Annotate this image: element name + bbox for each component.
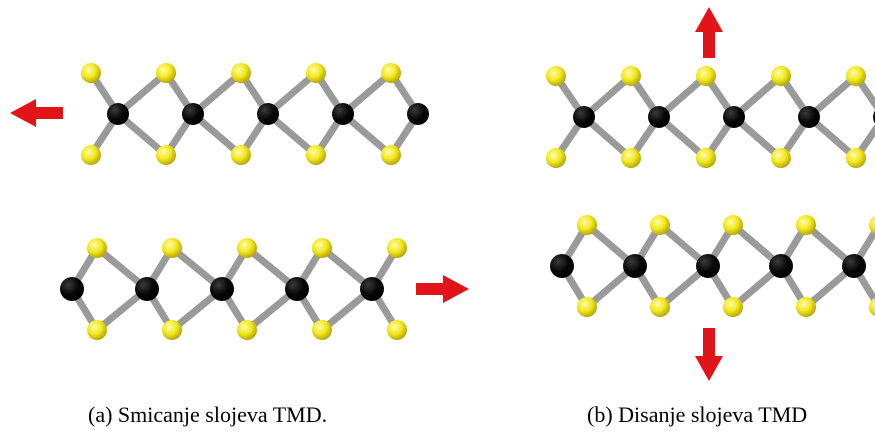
- metal-atom: [696, 254, 720, 278]
- metal-atom: [210, 277, 234, 301]
- chalcogen-atom: [546, 66, 566, 86]
- chalcogen-atom: [81, 63, 101, 83]
- chalcogen-atom: [696, 66, 716, 86]
- panel-b: [546, 66, 875, 317]
- chalcogen-atom: [771, 66, 791, 86]
- chalcogen-atom: [306, 63, 326, 83]
- caption-a: (a) Smicanje slojeva TMD.: [88, 402, 328, 427]
- chalcogen-atom: [723, 215, 743, 235]
- chalcogen-atom: [387, 238, 407, 258]
- chalcogen-atom: [237, 320, 257, 340]
- metal-atom: [332, 103, 354, 125]
- chalcogen-atom: [81, 145, 101, 165]
- metal-atom: [623, 254, 647, 278]
- chalcogen-atom: [869, 215, 875, 235]
- chalcogen-atom: [846, 66, 866, 86]
- chalcogen-atom: [231, 145, 251, 165]
- metal-atom: [842, 254, 866, 278]
- metal-atom: [360, 277, 384, 301]
- metal-atom: [182, 103, 204, 125]
- chalcogen-atom: [577, 297, 597, 317]
- chalcogen-atom: [650, 297, 670, 317]
- arrow-right-icon: [416, 275, 469, 303]
- arrow-up-icon: [695, 7, 723, 58]
- chalcogen-atom: [696, 148, 716, 168]
- chalcogen-atom: [846, 148, 866, 168]
- bond-group: [68, 244, 401, 334]
- chalcogen-atom: [87, 320, 107, 340]
- metal-atom: [135, 277, 159, 301]
- chalcogen-atom: [387, 320, 407, 340]
- panel-b-top-layer: [546, 66, 875, 168]
- chalcogen-atom: [162, 320, 182, 340]
- metal-atom: [407, 103, 429, 125]
- metal-atom: [60, 277, 84, 301]
- chalcogen-atom: [312, 238, 332, 258]
- metal-atom: [285, 277, 309, 301]
- metal-atom: [648, 106, 670, 128]
- panel-b-bottom-layer: [550, 215, 875, 317]
- chalcogen-atom: [381, 145, 401, 165]
- chalcogen-atom: [231, 63, 251, 83]
- chalcogen-atom: [381, 63, 401, 83]
- metal-atom: [257, 103, 279, 125]
- arrow-down-icon: [695, 328, 723, 381]
- chalcogen-atom: [650, 215, 670, 235]
- chalcogen-atom: [87, 238, 107, 258]
- panel-a: [10, 63, 469, 340]
- bond-group: [87, 69, 422, 159]
- metal-atom: [550, 254, 574, 278]
- chalcogen-atom: [306, 145, 326, 165]
- metal-atom: [723, 106, 745, 128]
- metal-atom: [769, 254, 793, 278]
- arrow-left-icon: [10, 99, 63, 127]
- chalcogen-atom: [237, 238, 257, 258]
- metal-atom: [107, 103, 129, 125]
- chalcogen-atom: [796, 297, 816, 317]
- caption-b: (b) Disanje slojeva TMD: [587, 402, 808, 427]
- chalcogen-atom: [621, 148, 641, 168]
- bond-group: [552, 72, 875, 162]
- chalcogen-atom: [723, 297, 743, 317]
- chalcogen-atom: [312, 320, 332, 340]
- chalcogen-atom: [156, 63, 176, 83]
- panel-a-top-layer: [81, 63, 429, 165]
- chalcogen-atom: [869, 297, 875, 317]
- chalcogen-atom: [577, 215, 597, 235]
- chalcogen-atom: [162, 238, 182, 258]
- chalcogen-atom: [546, 148, 566, 168]
- metal-atom: [573, 106, 595, 128]
- chalcogen-atom: [796, 215, 816, 235]
- panel-a-bottom-layer: [60, 238, 407, 340]
- chalcogen-atom: [771, 148, 791, 168]
- chalcogen-atom: [156, 145, 176, 165]
- metal-atom: [798, 106, 820, 128]
- chalcogen-atom: [621, 66, 641, 86]
